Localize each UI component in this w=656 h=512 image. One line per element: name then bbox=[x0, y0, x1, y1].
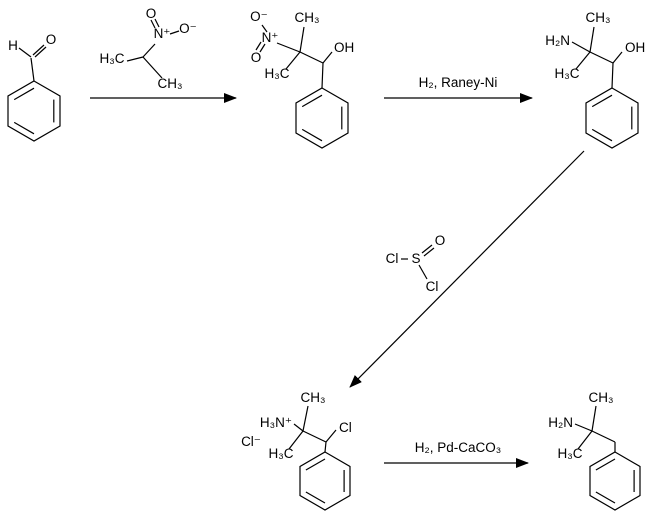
bond bbox=[169, 30, 180, 35]
bond bbox=[611, 62, 614, 89]
aromatic-inner-bond bbox=[595, 458, 616, 471]
bond bbox=[261, 24, 268, 33]
bond bbox=[324, 441, 327, 453]
aromatic-inner-bond bbox=[305, 491, 326, 504]
bond bbox=[142, 43, 156, 58]
atom-label-cl-counterion: Cl⁻ bbox=[241, 434, 261, 449]
group-label-h3c: H₃C bbox=[100, 51, 125, 66]
group-label-oh: OH bbox=[334, 40, 354, 55]
reagent-label-raney-ni: H₂, Raney-Ni bbox=[419, 75, 498, 90]
bond bbox=[589, 51, 614, 64]
bond bbox=[325, 429, 337, 443]
group-label-ch3: CH₃ bbox=[586, 10, 611, 25]
bond bbox=[591, 430, 616, 443]
molecule-nitro-alcohol: O⁻ N⁺ O CH₃ OH H₃C bbox=[250, 9, 354, 149]
aromatic-inner-bond bbox=[591, 94, 613, 108]
bond bbox=[30, 57, 35, 82]
double-bond-line bbox=[150, 19, 156, 29]
benzene-ring bbox=[585, 87, 639, 149]
double-bond-line bbox=[34, 46, 47, 58]
atom-label-o: O bbox=[46, 32, 57, 47]
double-bond-line bbox=[255, 41, 262, 51]
atom-label-o-minus: O⁻ bbox=[179, 21, 197, 36]
group-label-h2n: H₂N bbox=[545, 33, 570, 48]
reaction-arrow-diagonal bbox=[349, 150, 585, 388]
bond bbox=[288, 430, 304, 450]
molecule-benzaldehyde: H O bbox=[7, 32, 61, 142]
double-bond-line bbox=[421, 244, 433, 254]
double-bond-line bbox=[32, 44, 45, 56]
group-label-h2n: H₂N bbox=[548, 415, 573, 430]
aromatic-inner-bond bbox=[305, 458, 326, 471]
atom-label-h: H bbox=[8, 38, 18, 53]
group-label-h3c: H₃C bbox=[265, 66, 290, 81]
group-label-h3c: H₃C bbox=[269, 446, 294, 461]
bond bbox=[577, 430, 593, 450]
aromatic-inner-bond bbox=[13, 87, 35, 101]
bond bbox=[575, 51, 591, 70]
bond bbox=[293, 423, 304, 432]
reagent-label-pd-caco3: H₂, Pd-CaCO₃ bbox=[415, 440, 502, 455]
bond bbox=[276, 42, 301, 53]
atom-label-cl: Cl bbox=[386, 251, 399, 266]
bond bbox=[18, 47, 32, 58]
group-label-h3n-plus: H₃N⁺ bbox=[260, 415, 292, 430]
molecule-nitropropane: O N⁺ O⁻ H₃C CH₃ bbox=[100, 6, 197, 91]
aromatic-inner-bond bbox=[13, 121, 35, 135]
atom-label-o: O bbox=[251, 50, 262, 65]
molecule-thionyl-chloride: Cl S O Cl bbox=[386, 233, 446, 294]
bond bbox=[612, 51, 623, 64]
aromatic-inner-bond bbox=[301, 128, 323, 142]
group-label-ch3: CH₃ bbox=[158, 76, 183, 91]
benzene-ring bbox=[295, 87, 349, 149]
benzene-ring bbox=[7, 80, 61, 142]
aromatic-inner-bond bbox=[591, 128, 613, 142]
bond bbox=[321, 62, 324, 89]
bond bbox=[142, 56, 163, 79]
bond bbox=[299, 51, 324, 64]
benzene-ring bbox=[589, 451, 641, 511]
bond bbox=[574, 423, 593, 432]
double-bond-line bbox=[154, 18, 160, 28]
atom-label-s: S bbox=[411, 251, 420, 266]
benzene-ring bbox=[299, 451, 351, 511]
bond bbox=[126, 56, 144, 62]
bond bbox=[302, 430, 327, 443]
molecule-phentermine: CH₃ H₂N H₃C bbox=[548, 390, 641, 511]
group-label-ch3: CH₃ bbox=[589, 390, 614, 405]
molecule-ammonium-salt: CH₃ H₃N⁺ Cl Cl⁻ H₃C bbox=[241, 390, 352, 511]
atom-label-o: O bbox=[435, 233, 446, 248]
atom-label-n-plus: N⁺ bbox=[262, 30, 279, 45]
bond bbox=[591, 405, 597, 432]
bond bbox=[571, 41, 591, 53]
bond bbox=[322, 51, 333, 64]
bond bbox=[285, 51, 301, 70]
aromatic-inner-bond bbox=[301, 94, 323, 108]
group-label-h3c: H₃C bbox=[558, 446, 583, 461]
group-label-ch3: CH₃ bbox=[295, 10, 320, 25]
atom-label-o: O bbox=[146, 6, 157, 21]
molecule-amino-alcohol: CH₃ H₂N OH H₃C bbox=[545, 10, 645, 149]
group-label-ch3: CH₃ bbox=[301, 390, 326, 405]
atom-label-o-minus: O⁻ bbox=[250, 9, 268, 24]
double-bond-line bbox=[259, 43, 266, 53]
bond bbox=[418, 264, 428, 280]
bond bbox=[299, 26, 305, 53]
atom-label-cl: Cl bbox=[426, 279, 439, 294]
double-bond-line bbox=[423, 247, 435, 257]
bond bbox=[302, 405, 309, 432]
atom-label-cl: Cl bbox=[339, 420, 352, 435]
group-label-h3c: H₃C bbox=[555, 66, 580, 81]
bond bbox=[589, 26, 595, 53]
group-label-oh: OH bbox=[625, 40, 645, 55]
atom-label-n-plus: N⁺ bbox=[154, 26, 171, 41]
aromatic-inner-bond bbox=[595, 491, 616, 504]
